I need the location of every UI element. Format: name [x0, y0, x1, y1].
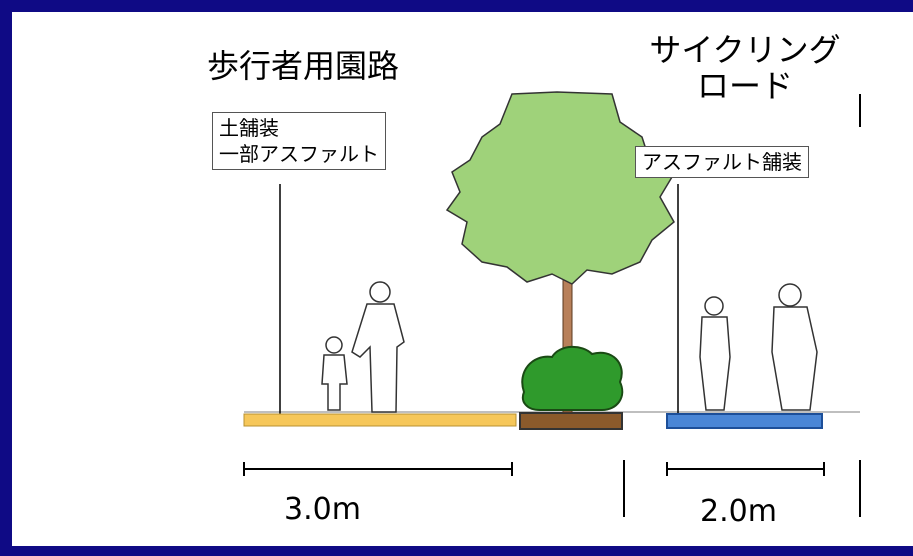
diagram-canvas: 歩行者用園路 サイクリング ロード 土舗装 一部アスファルト アスファルト舗装 …	[12, 12, 913, 546]
shrub	[521, 345, 624, 411]
walkway-width-label: 3.0m	[284, 492, 361, 527]
walkway-surface	[243, 413, 517, 427]
tree-foliage	[445, 91, 675, 285]
walkway-surface-label: 土舗装 一部アスファルト	[212, 112, 386, 170]
dimension-walkway	[243, 462, 513, 476]
walkway-label-line2: 一部アスファルト	[219, 142, 379, 166]
cycling-width-label: 2.0m	[700, 494, 777, 529]
cross-section-drawing	[243, 91, 861, 517]
cycling-title-line2: ロード	[696, 67, 793, 105]
cycling-surface-label: アスファルト舗装	[635, 146, 809, 178]
pedestrian-figures	[321, 281, 405, 413]
cycling-title-line1: サイクリング	[649, 31, 841, 69]
cycling-surface	[666, 413, 823, 429]
walkway-title: 歩行者用園路	[207, 47, 400, 85]
cycling-road-title: サイクリング ロード	[625, 32, 865, 104]
planter-box	[519, 412, 623, 430]
dimension-cycling	[666, 462, 825, 476]
walkway-label-line1: 土舗装	[219, 116, 279, 140]
cyclist-figures	[699, 283, 818, 411]
